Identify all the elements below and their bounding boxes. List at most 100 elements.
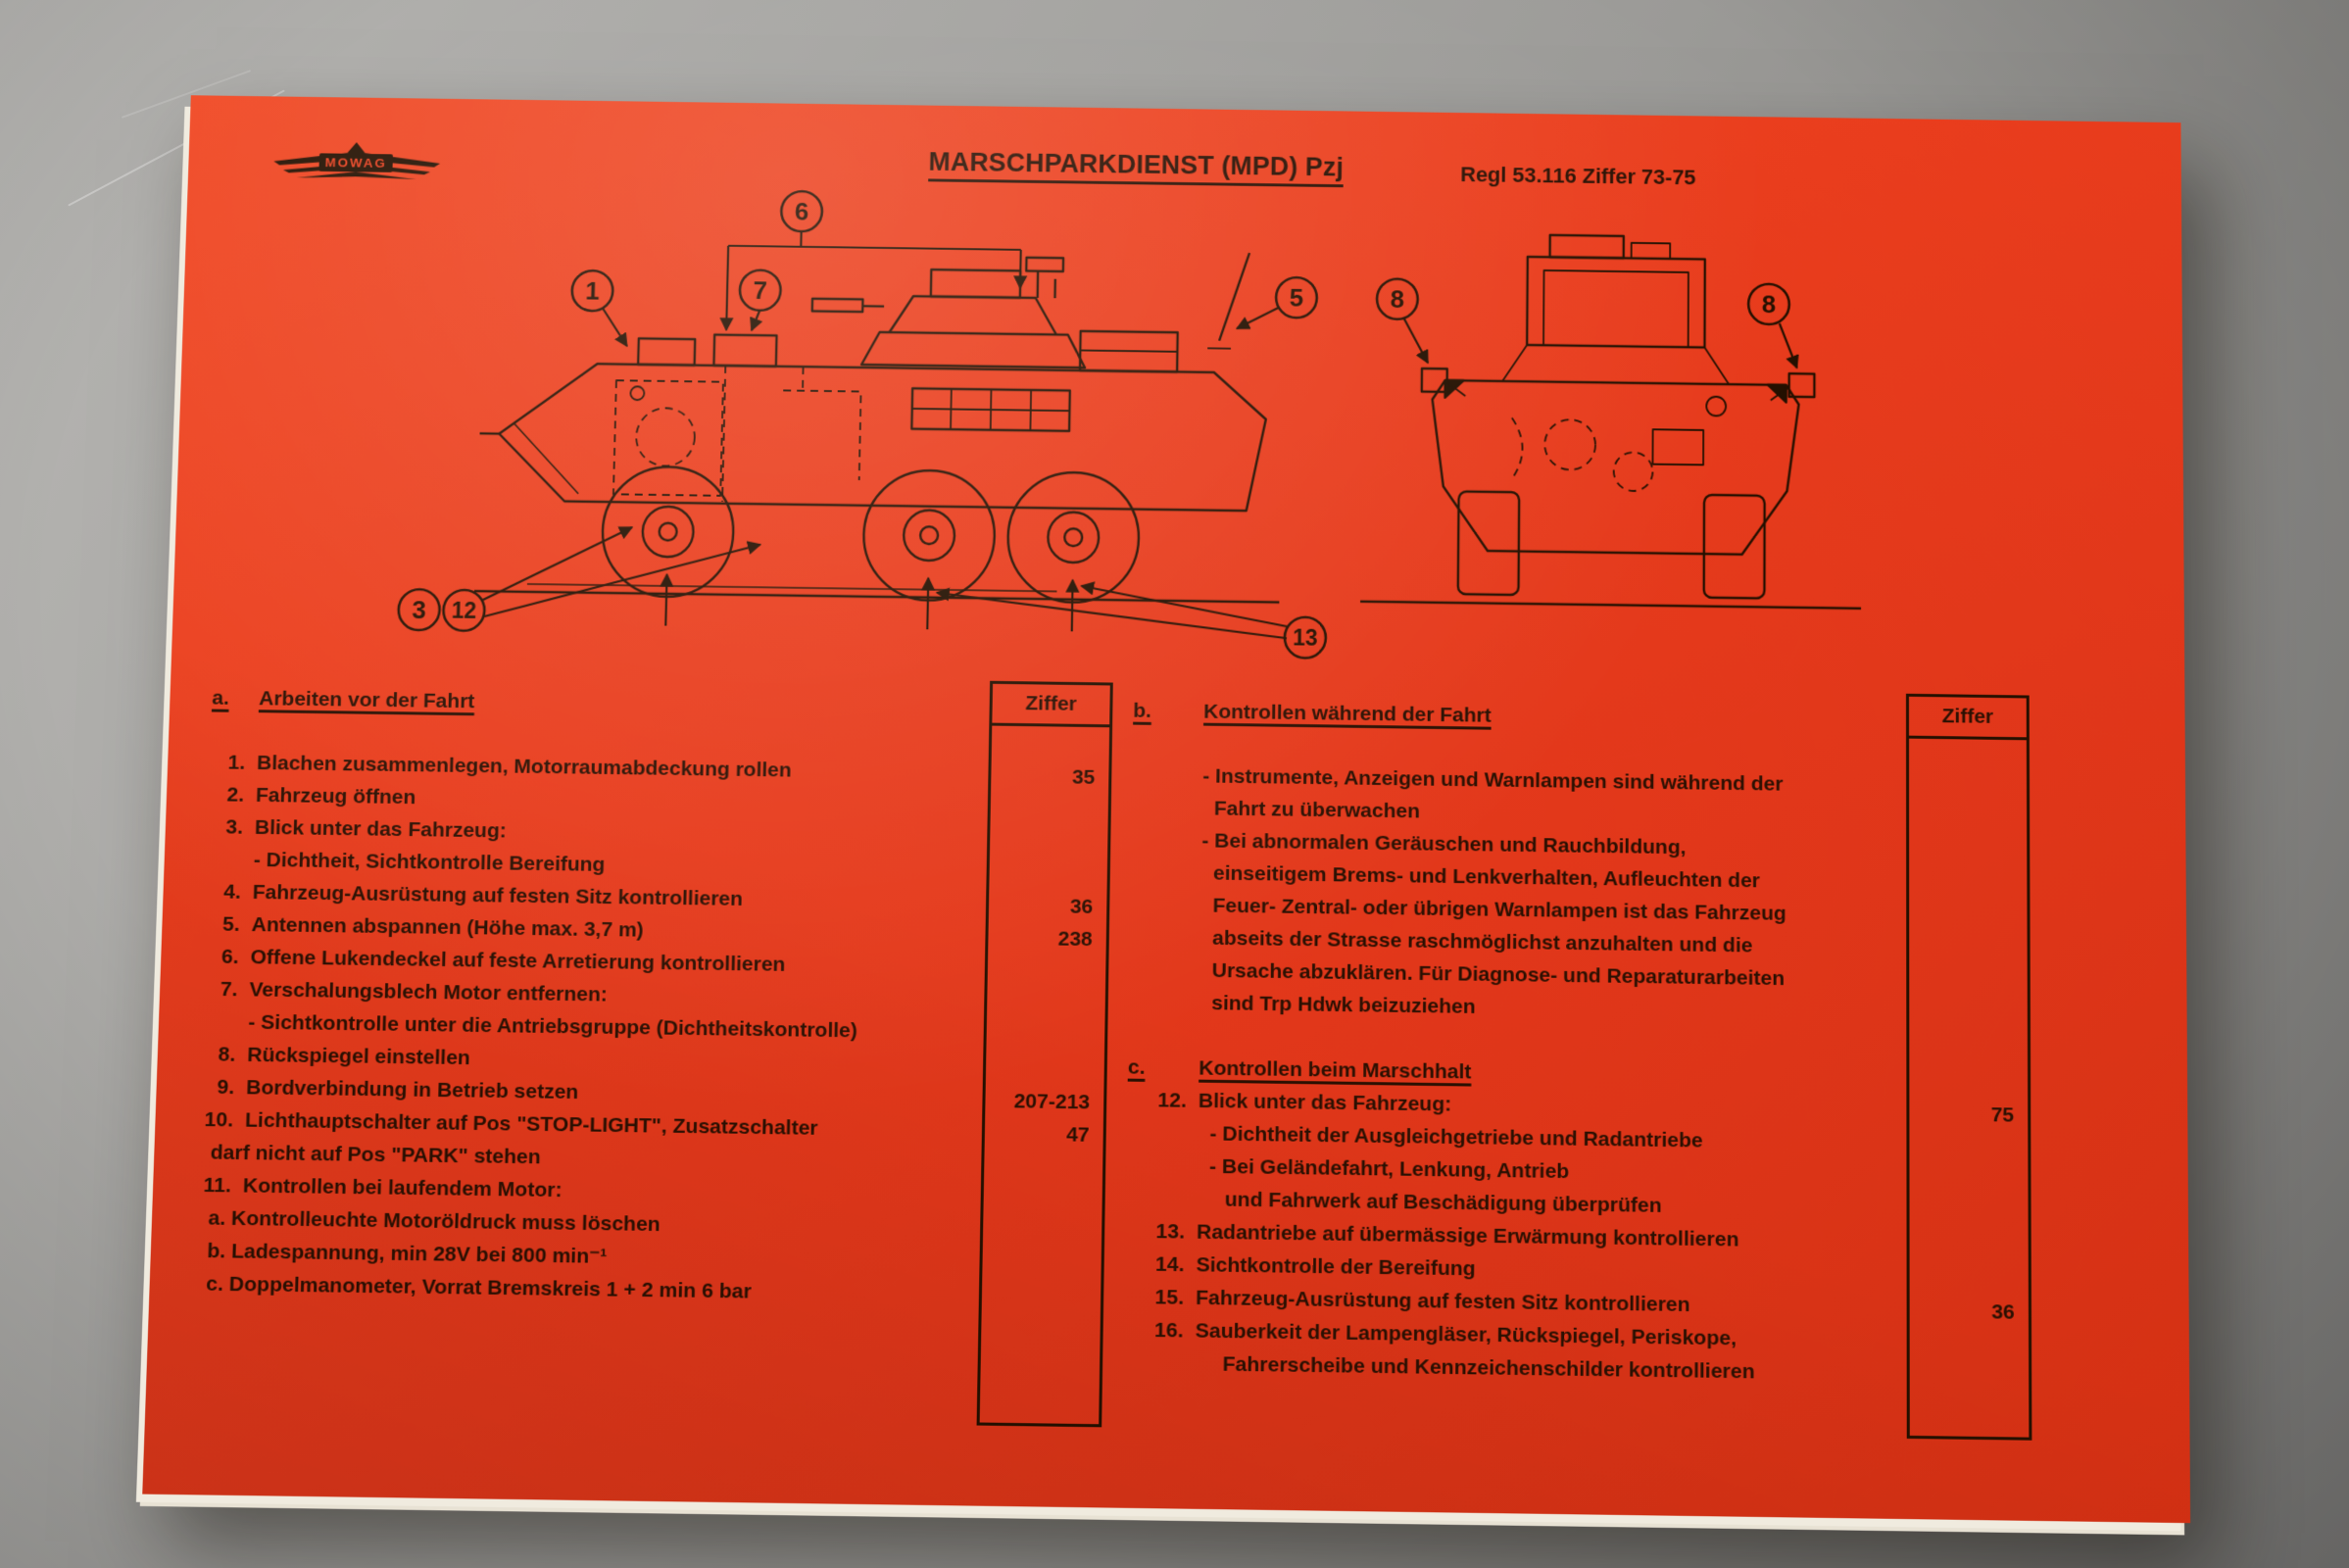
rear-view-drawing bbox=[1360, 232, 1861, 609]
instruction-card: MOWAG MARSCHPARKDIENST (MPD) Pzj Regl 53… bbox=[142, 95, 2190, 1523]
line-number bbox=[196, 1136, 197, 1168]
svg-text:7: 7 bbox=[753, 277, 767, 305]
card-title: MARSCHPARKDIENST (MPD) Pzj bbox=[928, 147, 1345, 188]
line-text: Fahrt zu überwachen bbox=[1213, 797, 1421, 823]
line-number bbox=[1127, 1116, 1187, 1150]
ziffer-value: 35 bbox=[1071, 765, 1096, 789]
callout-3: 3 bbox=[398, 589, 440, 630]
line-number: 5. bbox=[221, 912, 241, 936]
line-number bbox=[1123, 1347, 1183, 1381]
line-number: 6. bbox=[220, 945, 239, 969]
mowag-logo: MOWAG bbox=[273, 142, 441, 180]
svg-text:8: 8 bbox=[1762, 291, 1776, 318]
line-text: Fahrzeug öffnen bbox=[255, 783, 416, 809]
ziffer-header: Ziffer bbox=[992, 683, 1110, 728]
ziffer-value: 207-213 bbox=[1013, 1090, 1091, 1114]
mowag-logo-text: MOWAG bbox=[324, 156, 387, 172]
svg-text:3: 3 bbox=[412, 597, 426, 624]
regulation-number: Regl 53.116 Ziffer 73-75 bbox=[1460, 162, 1696, 190]
line-text: Arbeiten vor der Fahrt bbox=[258, 687, 475, 713]
line-text: Kontrollen beim Marschhalt bbox=[1199, 1056, 1472, 1084]
callout-1: 1 bbox=[571, 270, 613, 312]
line-number bbox=[1131, 823, 1191, 857]
line-number: 4. bbox=[222, 880, 242, 904]
line-number bbox=[1129, 954, 1189, 987]
side-view-drawing bbox=[474, 242, 1284, 605]
line-text: - Dichtheit, Sichtkontrolle Bereifung bbox=[253, 848, 606, 876]
line-number bbox=[1130, 888, 1190, 921]
line-number: 1. bbox=[227, 751, 246, 774]
line-number bbox=[1132, 791, 1191, 824]
ziffer-value: 36 bbox=[1991, 1300, 2015, 1324]
line-text: b. Ladespannung, min 28V bei 800 min⁻¹ bbox=[207, 1239, 608, 1268]
line-text: Kontrollen bei laufendem Motor: bbox=[242, 1174, 563, 1202]
line-number bbox=[1130, 921, 1190, 955]
callout-6: 6 bbox=[781, 191, 822, 232]
line-number bbox=[1131, 856, 1191, 889]
line-text: Rückspiegel einstellen bbox=[246, 1043, 471, 1070]
svg-text:8: 8 bbox=[1391, 286, 1405, 314]
line-number bbox=[193, 1235, 194, 1268]
ziffer-value: 36 bbox=[1069, 895, 1094, 918]
section-b-c-lines: b.Kontrollen während der Fahrt- Instrume… bbox=[1123, 695, 2040, 1393]
line-number bbox=[192, 1267, 193, 1300]
line-text: Kontrollen während der Fahrt bbox=[1203, 700, 1492, 727]
line-text: Antennen abspannen (Höhe max. 3,7 m) bbox=[251, 912, 644, 942]
line-number: 15. bbox=[1154, 1286, 1185, 1309]
line-number: b. bbox=[1133, 699, 1152, 722]
ziffer-box-left: Ziffer 35 36 238 207-213 47 bbox=[976, 680, 1113, 1428]
line-number bbox=[1132, 759, 1191, 792]
line-text: Bordverbindung in Betrieb setzen bbox=[245, 1076, 579, 1104]
callout-13: 13 bbox=[1285, 616, 1326, 658]
line-text: - Bei Geländefahrt, Lenkung, Antrieb bbox=[1208, 1154, 1570, 1184]
line-number: 11. bbox=[203, 1173, 232, 1198]
svg-text:5: 5 bbox=[1290, 285, 1304, 313]
line-number bbox=[201, 1005, 237, 1039]
line-number bbox=[1133, 727, 1192, 760]
ziffer-header: Ziffer bbox=[1908, 696, 2027, 741]
svg-text:1: 1 bbox=[585, 278, 600, 306]
line-text: c. Doppelmanometer, Vorrat Bremskreis 1 … bbox=[205, 1272, 753, 1303]
callout-8-right: 8 bbox=[1748, 284, 1789, 325]
section-b-c-column: b.Kontrollen während der Fahrt- Instrume… bbox=[1123, 693, 2040, 1441]
line-number: 2. bbox=[226, 783, 245, 807]
line-number: 13. bbox=[1155, 1219, 1186, 1244]
line-text: sind Trp Hdwk beizuziehen bbox=[1211, 992, 1476, 1018]
svg-text:13: 13 bbox=[1293, 624, 1318, 650]
callout-8-left: 8 bbox=[1377, 278, 1418, 319]
line-number bbox=[1126, 1149, 1186, 1182]
line-number: 12. bbox=[1157, 1089, 1187, 1112]
line-text bbox=[258, 714, 259, 747]
line-number bbox=[1129, 986, 1189, 1019]
line-number bbox=[1128, 1018, 1188, 1052]
line-number: 10. bbox=[204, 1107, 234, 1132]
line-number: 7. bbox=[220, 977, 238, 1002]
rear-view-leaders bbox=[1403, 318, 1796, 368]
line-number: 8. bbox=[218, 1043, 236, 1066]
line-text: darf nicht auf Pos "PARK" stehen bbox=[210, 1141, 542, 1169]
line-number: a. bbox=[212, 686, 230, 710]
line-number bbox=[211, 713, 247, 746]
callout-5: 5 bbox=[1276, 277, 1317, 318]
line-number: 3. bbox=[225, 815, 244, 839]
line-number: 16. bbox=[1153, 1318, 1184, 1343]
line-number: c. bbox=[1127, 1055, 1146, 1079]
line-text: Sichtkontrolle der Bereifung bbox=[1196, 1253, 1476, 1281]
callout-12: 12 bbox=[443, 590, 485, 631]
line-number bbox=[194, 1201, 195, 1235]
line-text: Blick unter das Fahrzeug: bbox=[1198, 1089, 1452, 1116]
line-number bbox=[1126, 1182, 1186, 1215]
ziffer-value: 47 bbox=[1065, 1123, 1090, 1147]
callout-7: 7 bbox=[740, 270, 781, 311]
side-view-leaders bbox=[482, 227, 1293, 638]
line-text: Fahrerscheibe und Kennzeichenschilder ko… bbox=[1222, 1352, 1755, 1384]
svg-text:6: 6 bbox=[795, 199, 809, 226]
line-number: 9. bbox=[217, 1075, 235, 1100]
ziffer-value: 238 bbox=[1057, 927, 1093, 952]
line-text: Verschalungsblech Motor entfernen: bbox=[249, 978, 609, 1006]
